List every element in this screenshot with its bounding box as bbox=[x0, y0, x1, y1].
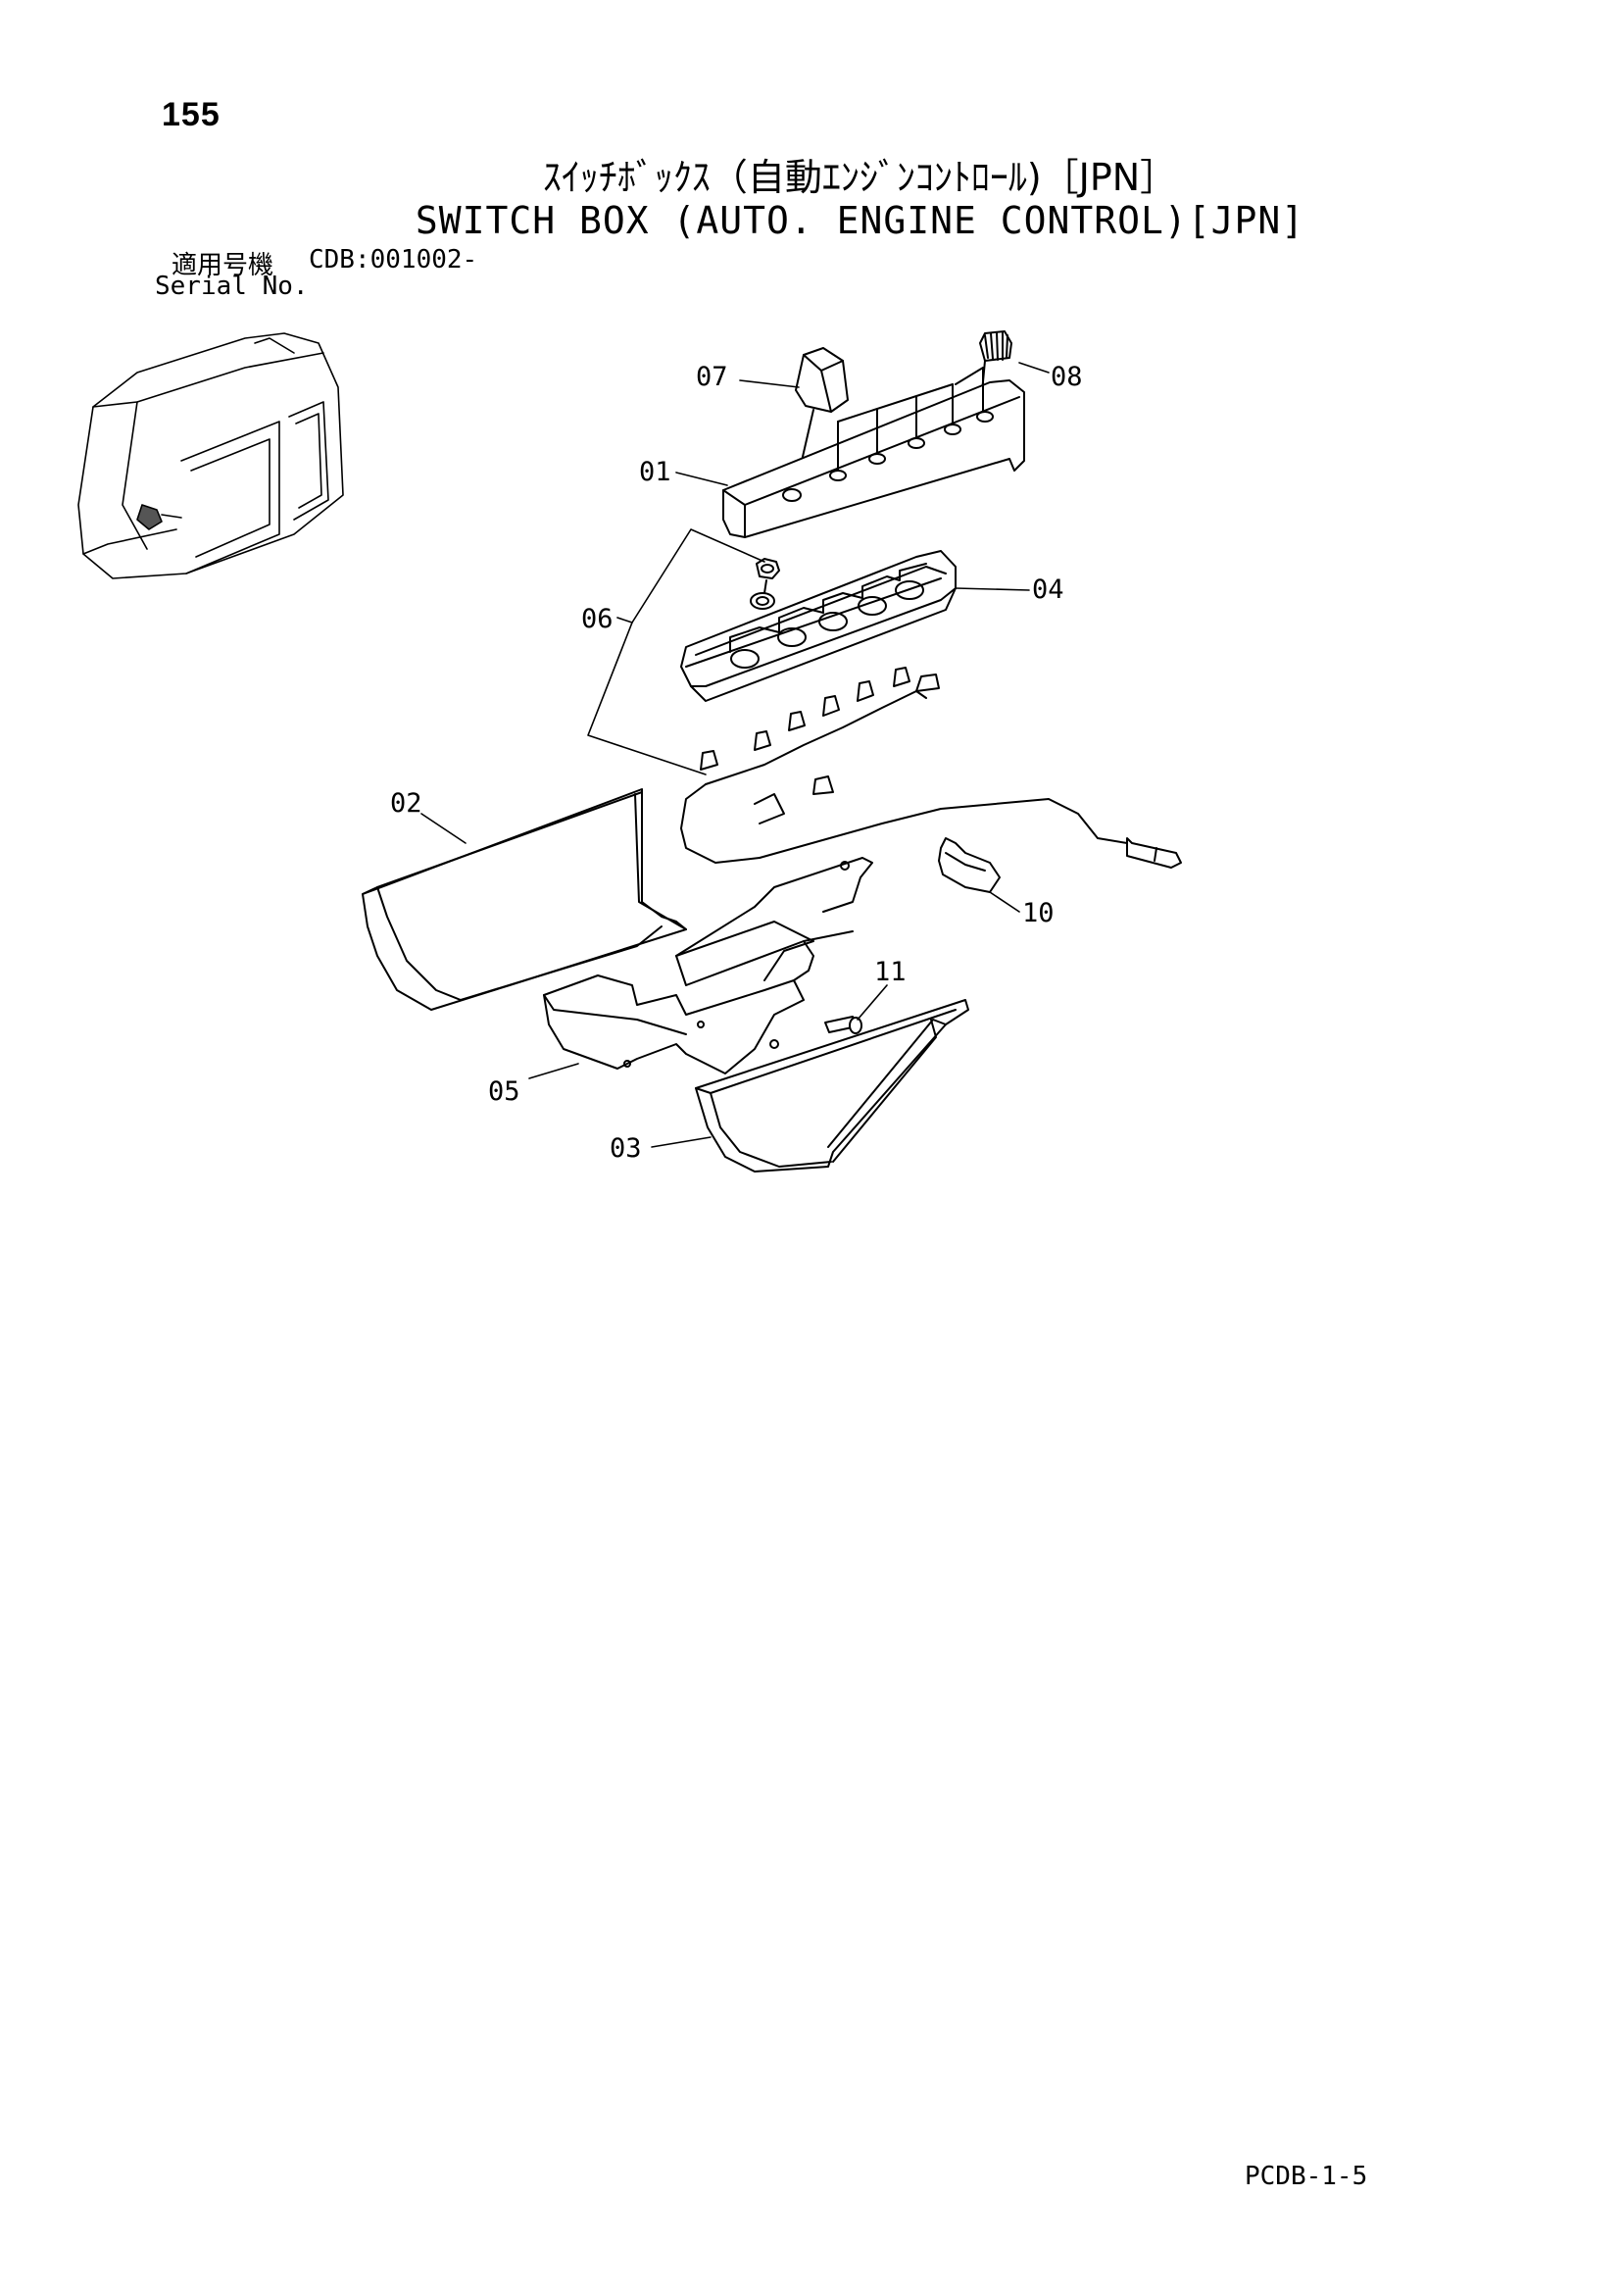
callout-04: 04 bbox=[1032, 574, 1064, 605]
page-number: 155 bbox=[162, 96, 221, 133]
part-01-top-panel bbox=[722, 367, 1025, 538]
part-07-knob bbox=[793, 347, 849, 496]
switch-harness bbox=[680, 667, 1182, 869]
page-title-english: SWITCH BOX (AUTO. ENGINE CONTROL)[JPN] bbox=[415, 199, 1305, 242]
callout-05: 05 bbox=[488, 1076, 520, 1107]
serial-label-english: Serial No. bbox=[155, 272, 309, 301]
footer-document-code: PCDB-1-5 bbox=[1245, 2162, 1368, 2191]
callout-02: 02 bbox=[390, 788, 422, 819]
part-04-switch-housing bbox=[680, 550, 957, 702]
part-02-front-cover bbox=[362, 788, 687, 1011]
part-06-nut-washer bbox=[750, 558, 780, 610]
page-title-japanese: ｽｲｯﾁﾎﾞｯｸｽ（自動ｴﾝｼﾞﾝｺﾝﾄﾛｰﾙ)［JPN］ bbox=[542, 156, 1178, 199]
callout-11: 11 bbox=[874, 957, 907, 987]
callout-06: 06 bbox=[581, 604, 614, 634]
part-10-clamp bbox=[938, 837, 1001, 893]
part-03-side-cover bbox=[695, 999, 969, 1173]
callout-03: 03 bbox=[610, 1133, 642, 1164]
cab-location-inset bbox=[77, 332, 344, 579]
callout-07: 07 bbox=[696, 362, 728, 392]
part-11-screw bbox=[824, 1016, 862, 1034]
callout-01: 01 bbox=[639, 457, 671, 487]
callout-10: 10 bbox=[1022, 898, 1055, 928]
leader-lines bbox=[420, 362, 1050, 1148]
serial-label-japanese: 適用号機 bbox=[172, 251, 274, 280]
callout-08: 08 bbox=[1051, 362, 1083, 392]
part-05-bracket-plate bbox=[543, 857, 873, 1074]
serial-code: CDB:001002- bbox=[309, 245, 478, 275]
